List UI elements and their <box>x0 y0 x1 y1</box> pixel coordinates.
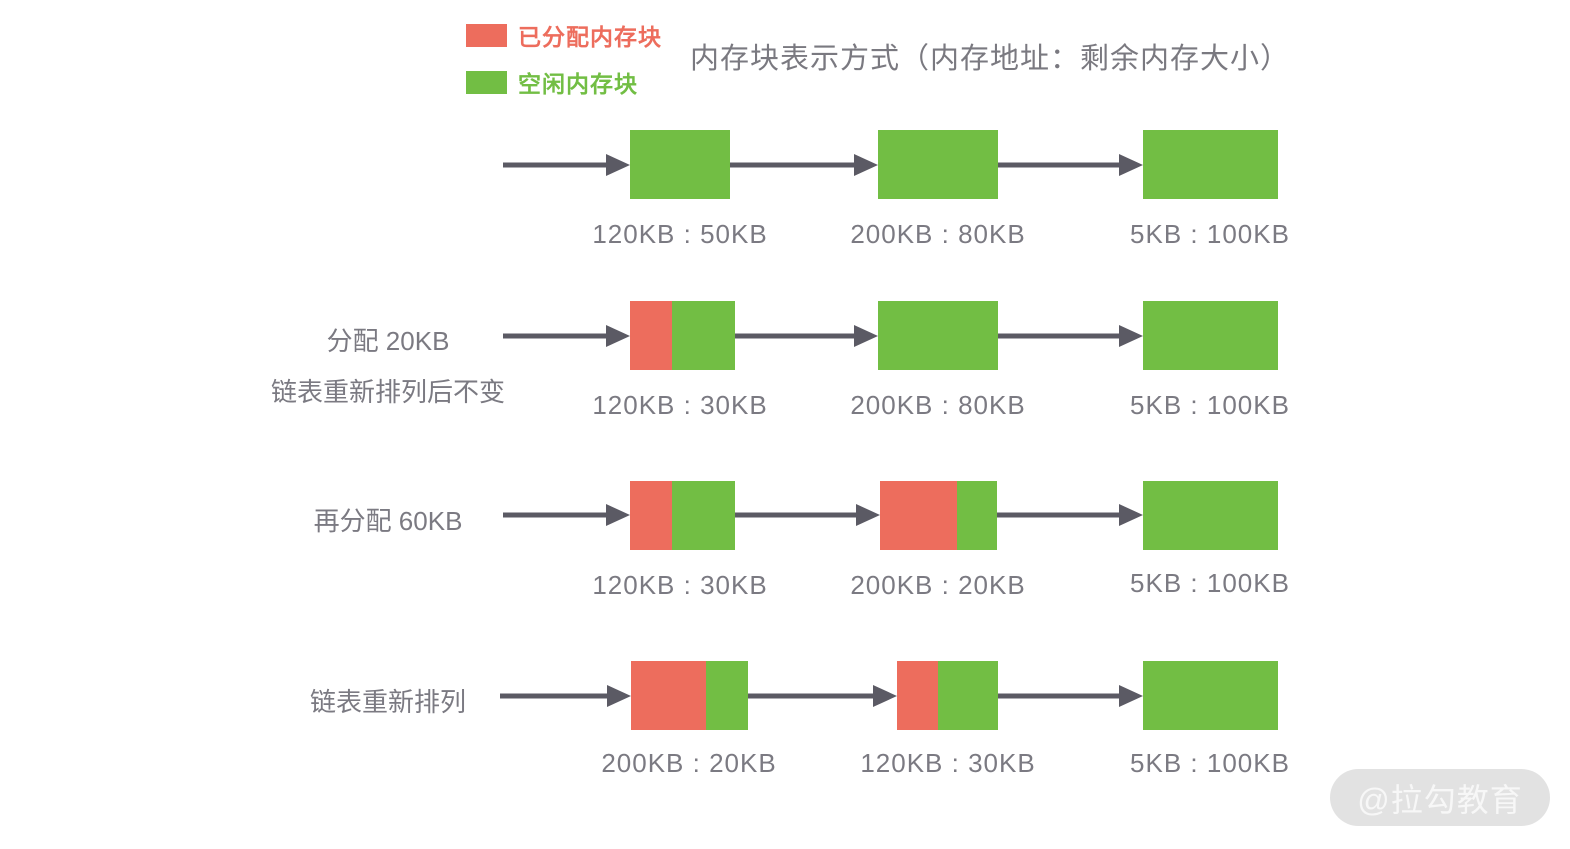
arrow <box>735 325 878 347</box>
allocated-portion <box>897 661 939 730</box>
legend: 已分配内存块 空闲内存块 <box>466 18 662 99</box>
arrow <box>503 504 630 526</box>
legend-item-allocated: 已分配内存块 <box>466 18 662 52</box>
memory-block <box>630 301 735 370</box>
arrow <box>997 504 1143 526</box>
arrow <box>748 685 897 707</box>
allocated-portion <box>880 481 958 550</box>
block-caption: 5KB : 100KB <box>1130 748 1290 778</box>
legend-item-free: 空闲内存块 <box>466 65 662 99</box>
row-label-line: 分配 20KB <box>326 326 450 356</box>
memory-block <box>631 661 748 730</box>
legend-allocated-label: 已分配内存块 <box>518 24 662 50</box>
block-caption: 200KB : 20KB <box>850 570 1026 600</box>
arrow <box>503 325 630 347</box>
memory-block <box>878 301 998 370</box>
arrow <box>500 685 631 707</box>
diagram-title: 内存块表示方式（内存地址：剩余内存大小） <box>690 43 1291 75</box>
allocated-portion <box>630 481 672 550</box>
row-label: 分配 20KB 链表重新排列后不变 <box>260 321 516 409</box>
allocated-swatch-icon <box>466 23 507 47</box>
memory-block <box>1143 130 1278 199</box>
arrow <box>998 325 1143 347</box>
memory-block <box>1143 301 1278 370</box>
row-label-line: 再分配 60KB <box>313 506 463 536</box>
memory-block <box>878 130 998 199</box>
memory-block <box>897 661 998 730</box>
block-caption: 5KB : 100KB <box>1130 390 1290 420</box>
row-label-line: 链表重新排列 <box>309 687 466 717</box>
block-caption: 200KB : 20KB <box>601 748 777 778</box>
block-caption: 120KB : 30KB <box>592 570 768 600</box>
memory-block <box>630 481 735 550</box>
block-caption: 120KB : 50KB <box>592 219 768 249</box>
arrow <box>730 154 878 176</box>
row-label: 再分配 60KB <box>260 501 516 538</box>
arrow <box>503 154 630 176</box>
row-label: 链表重新排列 <box>260 682 516 719</box>
free-swatch-icon <box>466 70 507 94</box>
allocated-portion <box>630 301 672 370</box>
memory-block <box>880 481 997 550</box>
legend-free-label: 空闲内存块 <box>518 71 638 97</box>
block-caption: 120KB : 30KB <box>592 390 768 420</box>
memory-block <box>1143 661 1278 730</box>
row-label-line: 链表重新排列后不变 <box>270 377 505 407</box>
block-caption: 120KB : 30KB <box>860 748 1036 778</box>
block-caption: 5KB : 100KB <box>1130 568 1290 598</box>
block-caption: 200KB : 80KB <box>850 390 1026 420</box>
arrow <box>998 154 1143 176</box>
arrow <box>998 685 1143 707</box>
memory-block <box>1143 481 1278 550</box>
block-caption: 5KB : 100KB <box>1130 219 1290 249</box>
arrow <box>735 504 880 526</box>
block-caption: 200KB : 80KB <box>850 219 1026 249</box>
memory-block <box>630 130 730 199</box>
watermark-badge: @拉勾教育 <box>1330 769 1550 826</box>
allocated-portion <box>631 661 706 730</box>
